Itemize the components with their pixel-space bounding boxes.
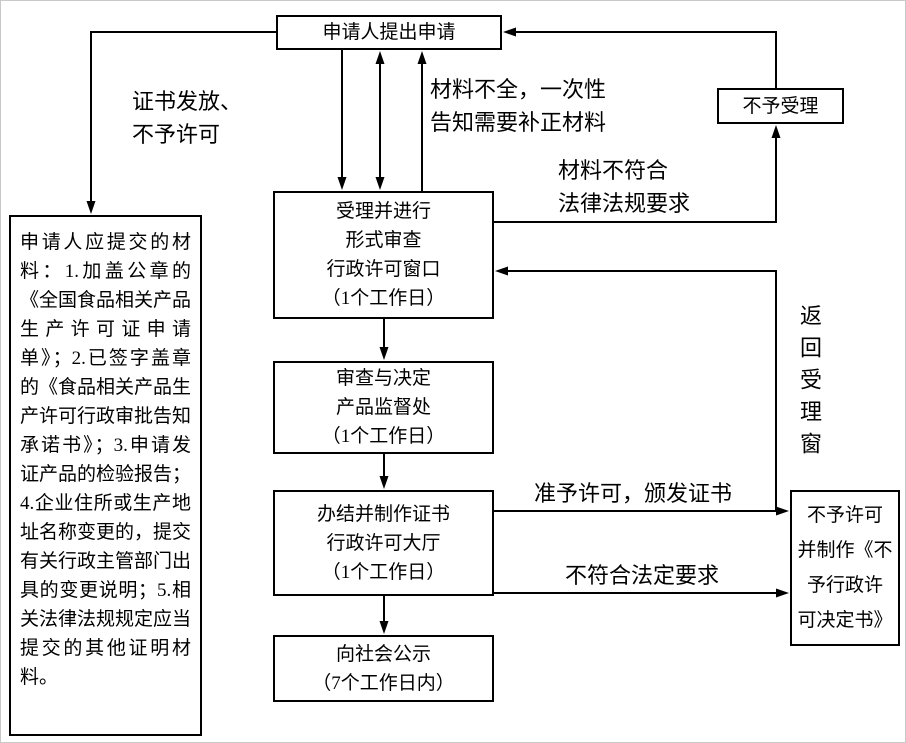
arrow-conclude-to-publicity [379, 596, 389, 634]
arrow-accept-to-reject [494, 125, 781, 223]
arrow-reject-to-apply [503, 27, 777, 88]
node-complete-certificate: 办结并制作证书 行政许可大厅 （1个工作日） [273, 490, 494, 596]
arrow-apply-accept-vertical [337, 50, 427, 191]
arrow-accept-to-review [379, 319, 389, 360]
arrow-conclude-to-deny [494, 588, 789, 598]
label-return-to-window: 返回受理窗 [797, 304, 822, 464]
arrow-apply-to-materials [86, 31, 276, 214]
label-noncompliant-materials: 材料不符合 法律法规要求 [558, 158, 691, 216]
node-required-materials-list: 申请人应提交的材料：1.加盖公章的《全国食品相关产品生产许可证申请单》；2.已签… [9, 215, 202, 736]
node-review-decision: 审查与决定 产品监督处 （1个工作日） [273, 361, 494, 454]
arrow-return-to-accept [495, 266, 777, 511]
arrow-review-to-conclude [379, 454, 389, 489]
label-certificate-issuance: 证书发放、 不予许可 [132, 89, 243, 147]
node-not-accepted: 不予受理 [717, 88, 844, 124]
node-deny-license: 不予许可 并制作《不 予行政许 可决定书》 [790, 490, 900, 646]
node-public-announcement: 向社会公示 （7个工作日内） [273, 635, 494, 702]
node-applicant-submit: 申请人提出申请 [276, 15, 502, 50]
label-grant-license: 准予许可，颁发证书 [534, 481, 733, 506]
node-accept-formal-review: 受理并进行 形式审查 行政许可窗口 （1个工作日） [273, 191, 494, 319]
label-not-meet-legal: 不符合法定要求 [565, 563, 720, 588]
arrow-conclude-grant [494, 506, 789, 516]
label-incomplete-materials: 材料不全，一次性 告知需要补正材料 [430, 77, 607, 135]
